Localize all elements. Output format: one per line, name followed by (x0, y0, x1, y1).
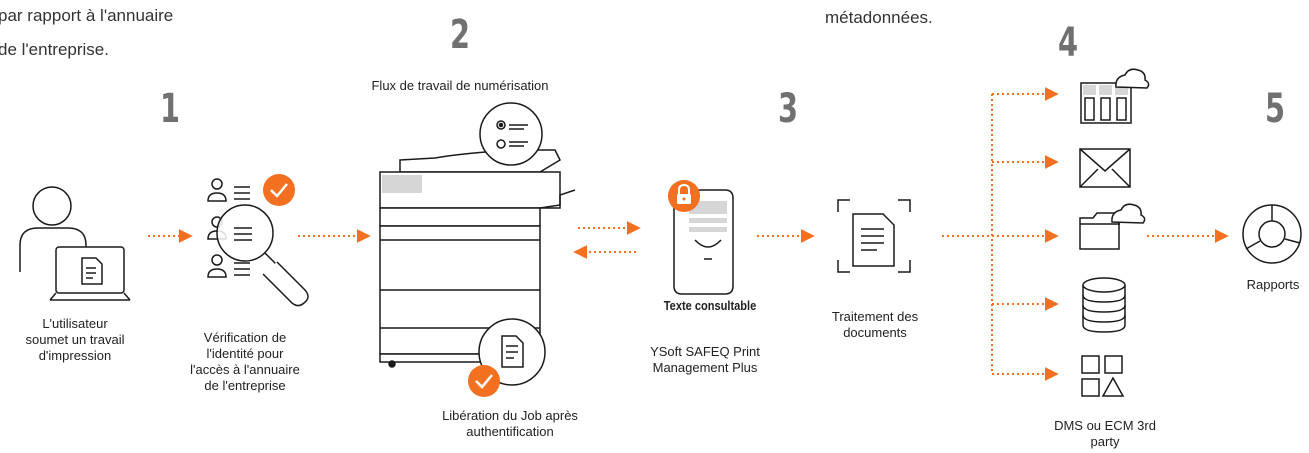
document-scan-frame-icon (837, 199, 911, 273)
document-release-icon (478, 318, 546, 386)
header-fragment-right: métadonnées. (825, 8, 933, 27)
envelope-icon (1079, 148, 1131, 188)
cloud-server-icon (1080, 68, 1150, 124)
label-reports: Rapports (1246, 277, 1300, 292)
user-with-laptop-icon (19, 186, 131, 301)
checkmark-badge-icon (263, 174, 295, 206)
checkmark-badge-icon-2 (468, 365, 500, 397)
step-number-4: 4 (1058, 20, 1079, 66)
step-number-2: 2 (450, 12, 471, 58)
label-scan-workflow: Flux de travail de numérisation (371, 78, 549, 93)
step-number-1: 1 (160, 86, 181, 132)
label-searchable-text: Texte consultable (663, 298, 757, 313)
header-fragment-left-2: de l'entreprise. (0, 40, 109, 59)
shapes-apps-icon (1081, 355, 1125, 397)
identity-search-icon (207, 178, 309, 307)
step-number-5: 5 (1265, 86, 1286, 132)
multifunction-printer-icon (379, 149, 576, 368)
database-icon (1082, 277, 1126, 333)
lock-icon (668, 180, 700, 212)
header-fragment-left-1: par rapport à l'annuaire (0, 6, 174, 25)
scan-options-icon (479, 102, 543, 166)
flow-arrows (148, 87, 1229, 381)
pie-chart-icon (1242, 204, 1302, 264)
secure-server-icon (673, 189, 734, 295)
step-number-3: 3 (778, 86, 799, 132)
cloud-folder-icon (1079, 203, 1146, 250)
